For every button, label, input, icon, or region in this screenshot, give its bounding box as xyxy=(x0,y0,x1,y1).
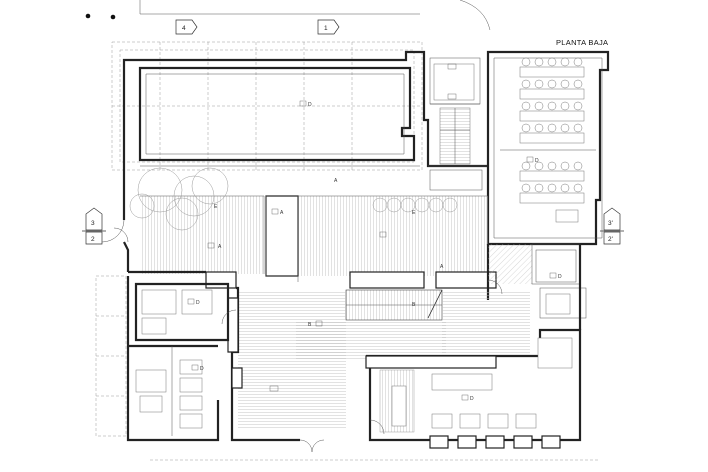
room-labels: D D A E A A E A B D B D D D xyxy=(196,102,562,402)
marker-dot xyxy=(110,14,116,20)
right-wing xyxy=(486,50,610,246)
section-marker-label: 3 xyxy=(91,220,95,227)
room-tags xyxy=(187,63,557,401)
room-label: A xyxy=(218,244,222,250)
lower-right-room xyxy=(365,328,582,449)
section-marker-top-right: 1 xyxy=(317,19,340,35)
table xyxy=(519,132,585,144)
table xyxy=(519,192,585,204)
chair xyxy=(534,57,544,67)
chair xyxy=(534,161,544,171)
chair xyxy=(547,161,557,171)
chair xyxy=(560,101,570,111)
chair xyxy=(521,101,531,111)
left-office xyxy=(126,276,230,442)
chair xyxy=(534,123,544,133)
section-marker-label: 1 xyxy=(324,25,328,32)
tree xyxy=(165,197,199,231)
room-label: B xyxy=(308,322,312,328)
patio-trees xyxy=(129,167,458,231)
section-marker-label: 4 xyxy=(182,25,186,32)
room-label: D xyxy=(308,102,312,108)
room-label: D xyxy=(558,274,562,280)
chair xyxy=(560,183,570,193)
chair xyxy=(547,123,557,133)
chair xyxy=(547,183,557,193)
property-line xyxy=(139,0,491,31)
chair xyxy=(560,123,570,133)
chair xyxy=(560,161,570,171)
section-marker-label: 2' xyxy=(608,236,613,243)
chair xyxy=(573,183,583,193)
chair xyxy=(521,79,531,89)
room-label: A xyxy=(334,178,338,184)
chair xyxy=(573,161,583,171)
left-patio xyxy=(122,168,265,274)
tree xyxy=(442,197,458,213)
top-service-block xyxy=(428,57,488,191)
section-marker-right: 3' 2' xyxy=(600,207,624,245)
chair xyxy=(573,57,583,67)
chair xyxy=(521,123,531,133)
section-marker-label: 2 xyxy=(91,236,95,243)
tree xyxy=(191,167,229,205)
table xyxy=(519,110,585,122)
central-walls xyxy=(205,195,497,300)
chair xyxy=(560,57,570,67)
right-service-rooms xyxy=(488,243,587,330)
section-marker-left: 3 2 xyxy=(82,207,106,245)
room-label: E xyxy=(214,204,218,210)
roof-projection-grid xyxy=(95,41,423,437)
main-gallery xyxy=(128,270,530,442)
chair xyxy=(534,101,544,111)
chair xyxy=(573,123,583,133)
section-marker-label: 3' xyxy=(608,220,613,227)
right-hall-tables xyxy=(519,57,585,223)
central-patio xyxy=(298,196,488,276)
section-marker-top-left: 4 xyxy=(175,19,198,35)
room-label: A xyxy=(440,264,444,270)
chair xyxy=(534,79,544,89)
outer-wall-top xyxy=(122,50,488,168)
room-label: D xyxy=(196,300,200,306)
room-label: E xyxy=(412,210,416,216)
table xyxy=(519,66,585,78)
room-label: A xyxy=(280,210,284,216)
stair-b xyxy=(345,289,443,321)
plan-title: PLANTA BAJA xyxy=(556,38,608,47)
chair xyxy=(573,101,583,111)
table xyxy=(519,88,585,100)
chair xyxy=(534,183,544,193)
chair xyxy=(547,79,557,89)
chair xyxy=(547,101,557,111)
chair xyxy=(560,79,570,89)
tree xyxy=(129,193,155,219)
room-label: D xyxy=(200,366,204,372)
chair xyxy=(547,57,557,67)
tree xyxy=(173,175,215,217)
tree xyxy=(137,167,183,213)
upper-hall xyxy=(138,66,420,167)
table xyxy=(519,170,585,182)
desk xyxy=(555,209,579,223)
door-swings xyxy=(101,219,503,453)
chair xyxy=(573,79,583,89)
chair xyxy=(521,57,531,67)
marker-dot xyxy=(85,13,91,19)
chair xyxy=(521,161,531,171)
room-label: D xyxy=(470,396,474,402)
room-label: D xyxy=(535,158,539,164)
chair xyxy=(521,183,531,193)
left-wc-block xyxy=(128,344,218,436)
room-label: B xyxy=(412,302,416,308)
